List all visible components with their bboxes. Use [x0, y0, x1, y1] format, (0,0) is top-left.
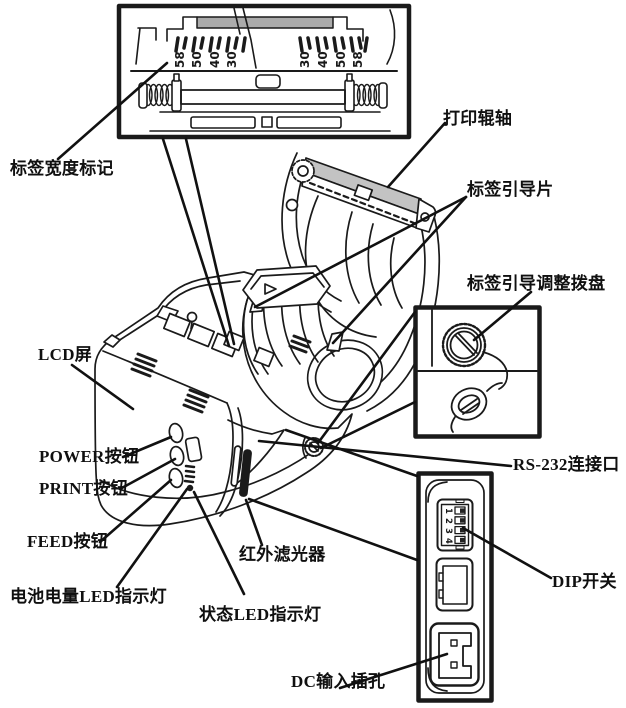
connector-panel-inset: 1 2 3 4 — [416, 471, 494, 703]
scale-ticks-right — [298, 36, 369, 53]
dip-switch-part: 1 2 3 4 — [436, 498, 474, 552]
width-scale-inset: 58 50 40 30 30 40 50 58 — [116, 3, 412, 140]
callout-status-led: 状态LED指示灯 — [199, 605, 322, 624]
dial-inset — [413, 305, 542, 439]
leader-status-led — [192, 490, 246, 596]
leader-ir-filter — [244, 498, 264, 547]
svg-text:40: 40 — [208, 51, 222, 68]
dc-jack-part — [429, 622, 480, 687]
callout-feed-button: FEED按钮 — [27, 532, 109, 551]
svg-text:30: 30 — [298, 51, 312, 68]
svg-text:3: 3 — [443, 528, 453, 534]
leader-rs232 — [257, 439, 513, 468]
leader-lcd — [70, 363, 135, 411]
callout-dip-switch: DIP开关 — [552, 572, 617, 591]
callout-print-button: PRINT按钮 — [39, 479, 128, 498]
svg-text:58: 58 — [173, 51, 187, 68]
leader-power — [121, 435, 173, 459]
status-led-part — [186, 484, 194, 492]
platen-roller-part — [291, 157, 437, 233]
dial-inset-wedge-lower — [319, 400, 417, 450]
svg-text:1: 1 — [443, 508, 453, 514]
callout-rs232-port: RS-232连接口 — [513, 455, 620, 474]
leader-lines — [56, 61, 553, 690]
callout-lcd-screen: LCD屏 — [38, 345, 93, 364]
leader-label-guide-right — [331, 195, 468, 345]
leader-battery-led — [115, 487, 189, 589]
leader-dc — [338, 652, 449, 690]
leader-print — [118, 457, 177, 491]
svg-text:2: 2 — [443, 518, 453, 524]
spring-left — [143, 83, 175, 107]
svg-text:30: 30 — [225, 51, 239, 68]
panel-inset-wedge-lower — [247, 497, 419, 562]
callout-label-guides: 标签引导片 — [467, 180, 554, 199]
scale-ticks-left — [174, 36, 247, 53]
callout-power-button: POWER按钮 — [39, 447, 140, 466]
svg-text:40: 40 — [316, 51, 330, 68]
dial-inset-wedge-upper — [316, 310, 417, 445]
svg-text:58: 58 — [351, 51, 365, 68]
ir-filter-part — [239, 449, 252, 497]
callout-dc-input-jack: DC输入插孔 — [291, 672, 386, 691]
printer-body — [94, 265, 353, 527]
leader-label-width-marks — [56, 61, 169, 161]
callout-platen-roller: 打印辊轴 — [443, 109, 513, 128]
svg-text:50: 50 — [190, 51, 204, 68]
svg-text:4: 4 — [443, 538, 453, 544]
callout-label-guide-adjust-dial: 标签引导调整拨盘 — [467, 274, 606, 293]
rs232-port-part — [435, 557, 474, 612]
leader-dip — [461, 526, 553, 580]
panel-inset-wedge-upper — [284, 428, 419, 478]
leader-platen-roller — [386, 121, 447, 189]
leader-label-guide-left — [253, 195, 468, 309]
battery-led-part — [183, 464, 196, 484]
inset-converge-right — [184, 137, 236, 346]
feed-button-part — [168, 467, 184, 489]
printer-illustration — [94, 152, 441, 527]
power-button-part — [168, 422, 184, 444]
inset-converge-left — [161, 137, 231, 348]
svg-text:50: 50 — [334, 51, 348, 68]
leader-feed — [98, 478, 173, 544]
scale-numbers: 58 50 40 30 30 40 50 58 — [173, 51, 365, 68]
callout-label-width-marks: 标签宽度标记 — [10, 159, 114, 178]
leader-adjust-dial — [472, 290, 533, 342]
callout-battery-led: 电池电量LED指示灯 — [10, 587, 167, 606]
callout-ir-filter: 红外滤光器 — [239, 545, 326, 564]
